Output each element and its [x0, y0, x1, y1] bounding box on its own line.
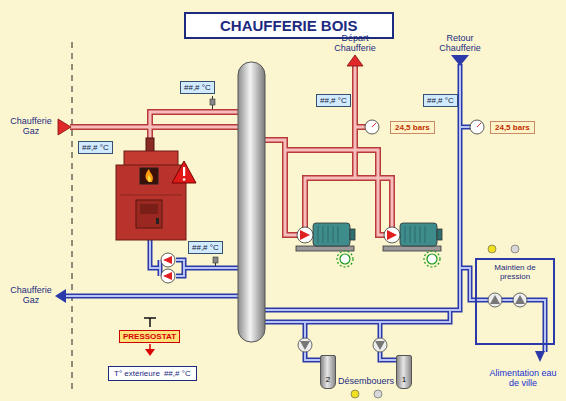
sludge-pot: 2 [320, 355, 336, 389]
node-text: 24,5 bars [495, 123, 530, 132]
pressure-display: 24,5 bars [390, 121, 435, 134]
pipe-label: Alimentation eau de ville [488, 369, 558, 389]
pressostat-box: PRESSOSTAT [119, 330, 180, 343]
outdoor-temperature-box: T° extérieure ##,# °C [108, 366, 197, 381]
temperature-display: ##,# °C [180, 81, 215, 94]
temperature-display: ##,# °C [188, 241, 223, 254]
node-text: ##,# °C [427, 96, 454, 105]
pressure-display: 24,5 bars [490, 121, 535, 134]
pipe-label: Chaufferie Gaz [8, 117, 54, 137]
label-text: Alimentation eau de ville [489, 368, 556, 388]
label-text: Chaufferie Gaz [10, 116, 51, 136]
temperature-display: ##,# °C [78, 141, 113, 154]
node-text: 1 [402, 375, 406, 384]
node-text: Maintien de pression [494, 263, 535, 281]
temperature-display: ##,# °C [423, 94, 458, 107]
node-text: 2 [326, 375, 330, 384]
node-text: ##,# °C [192, 243, 219, 252]
node-text: 24,5 bars [395, 123, 430, 132]
pipe-label: Chaufferie Gaz [8, 286, 54, 306]
label-text: Désembouers [338, 376, 394, 386]
pressure-maintenance-box: Maintien de pression [475, 258, 555, 345]
node-text: ##,# °C [164, 369, 191, 378]
label-text: Départ Chaufferie [334, 33, 375, 53]
label-text: Retour Chaufferie [439, 33, 480, 53]
node-text: PRESSOSTAT [123, 332, 176, 341]
title-text: CHAUFFERIE BOIS [220, 17, 358, 34]
group-label: Désembouers [331, 377, 401, 387]
sludge-pot: 1 [396, 355, 412, 389]
label-text: Chaufferie Gaz [10, 285, 51, 305]
pipe-label: Départ Chaufferie [325, 34, 385, 54]
pipe-label: Retour Chaufferie [430, 34, 490, 54]
node-text: ##,# °C [184, 83, 211, 92]
node-text: ##,# °C [320, 96, 347, 105]
node-text: T° extérieure [114, 369, 160, 378]
temperature-display: ##,# °C [316, 94, 351, 107]
node-text: ##,# °C [82, 143, 109, 152]
